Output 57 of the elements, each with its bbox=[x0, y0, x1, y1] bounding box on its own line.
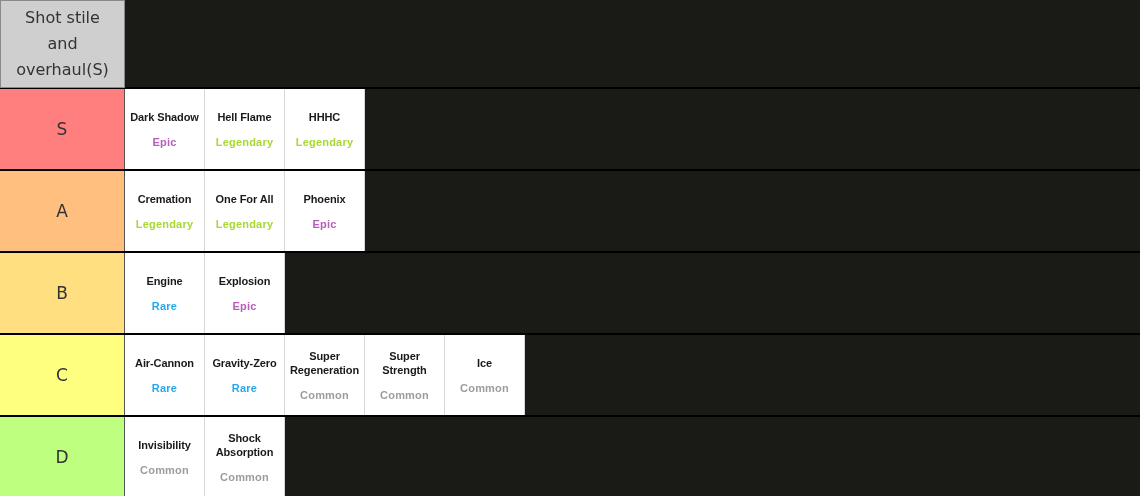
item-name: Hell Flame bbox=[217, 109, 272, 124]
rarity-label: Rare bbox=[231, 380, 258, 395]
tier-name: S bbox=[56, 119, 68, 139]
item-name: Ice bbox=[477, 355, 492, 370]
rarity-label: Common bbox=[220, 469, 269, 484]
tier-name: C bbox=[56, 365, 68, 385]
tier-item-card bbox=[285, 89, 365, 169]
tier-label-panel bbox=[0, 253, 125, 333]
rarity-label: Common bbox=[140, 462, 189, 477]
tier-item-card bbox=[445, 335, 525, 415]
rarity-label: Legendary bbox=[215, 216, 274, 231]
tier-label-panel bbox=[0, 89, 125, 169]
tier-item-card bbox=[205, 335, 285, 415]
tier-item-card bbox=[205, 89, 285, 169]
tier-item-card bbox=[125, 171, 205, 251]
item-name: Super Strength bbox=[381, 348, 428, 377]
item-name: HHHC bbox=[308, 109, 341, 124]
rarity-label: Legendary bbox=[135, 216, 194, 231]
tier-item-card bbox=[125, 417, 205, 496]
tier-name: D bbox=[55, 447, 69, 467]
tier-label-panel bbox=[0, 417, 125, 496]
item-name: Engine bbox=[146, 273, 183, 288]
tier-item-card bbox=[125, 89, 205, 169]
tier-item-card bbox=[285, 171, 365, 251]
item-name: Air-Cannon bbox=[135, 355, 194, 370]
rarity-label: Legendary bbox=[295, 134, 354, 149]
rarity-label: Epic bbox=[232, 298, 257, 313]
rarity-label: Rare bbox=[151, 298, 178, 313]
item-name: One For All bbox=[215, 191, 274, 206]
item-name: Gravity-Zero bbox=[212, 355, 277, 370]
tier-item-card bbox=[365, 335, 445, 415]
rarity-label: Epic bbox=[312, 216, 337, 231]
tier-item-card bbox=[285, 335, 365, 415]
tier-item-card bbox=[125, 335, 205, 415]
item-name: Phoenix bbox=[303, 191, 346, 206]
rarity-label: Rare bbox=[151, 380, 178, 395]
item-name: Super Regeneration bbox=[288, 348, 361, 377]
tier-item-card bbox=[205, 417, 285, 496]
item-name: Explosion bbox=[218, 273, 271, 288]
rarity-label: Common bbox=[380, 387, 429, 402]
rarity-label: Common bbox=[460, 380, 509, 395]
rarity-label: Epic bbox=[152, 134, 177, 149]
item-name: Cremation bbox=[137, 191, 192, 206]
rarity-label: Common bbox=[300, 387, 349, 402]
tier-item-card bbox=[125, 253, 205, 333]
tier-name: B bbox=[56, 283, 68, 303]
rarity-label: Legendary bbox=[215, 134, 274, 149]
list-title: Shot stile and overhaul(S) bbox=[15, 7, 110, 81]
item-name: Shock Absorption bbox=[214, 430, 275, 459]
tier-label-panel bbox=[0, 335, 125, 415]
item-name: Dark Shadow bbox=[130, 109, 199, 124]
tier-item-card bbox=[205, 171, 285, 251]
tier-name: A bbox=[56, 201, 68, 221]
list-title-cell bbox=[0, 0, 125, 88]
tier-item-card bbox=[205, 253, 285, 333]
tier-label-panel bbox=[0, 171, 125, 251]
item-name: Invisibility bbox=[138, 437, 191, 452]
